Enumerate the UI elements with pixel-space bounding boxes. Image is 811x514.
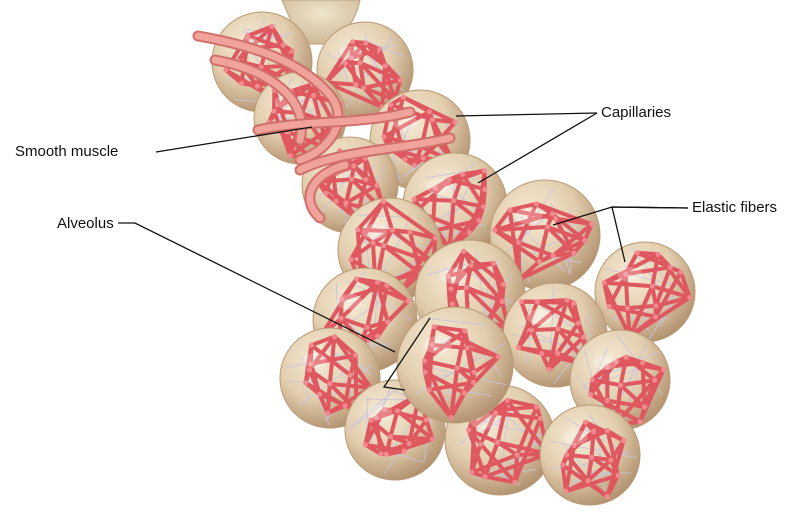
alveolus-sphere [595,242,695,342]
leader-line [456,113,597,116]
leader-line [478,113,597,183]
elastic-fibers-label: Elastic fibers [692,199,777,217]
capillaries-label: Capillaries [601,104,671,122]
alveolus-label: Alveolus [57,215,114,233]
alveolus-sphere [540,405,640,505]
alveolus-sphere [397,307,513,423]
smooth-muscle-label: Smooth muscle [15,143,118,161]
